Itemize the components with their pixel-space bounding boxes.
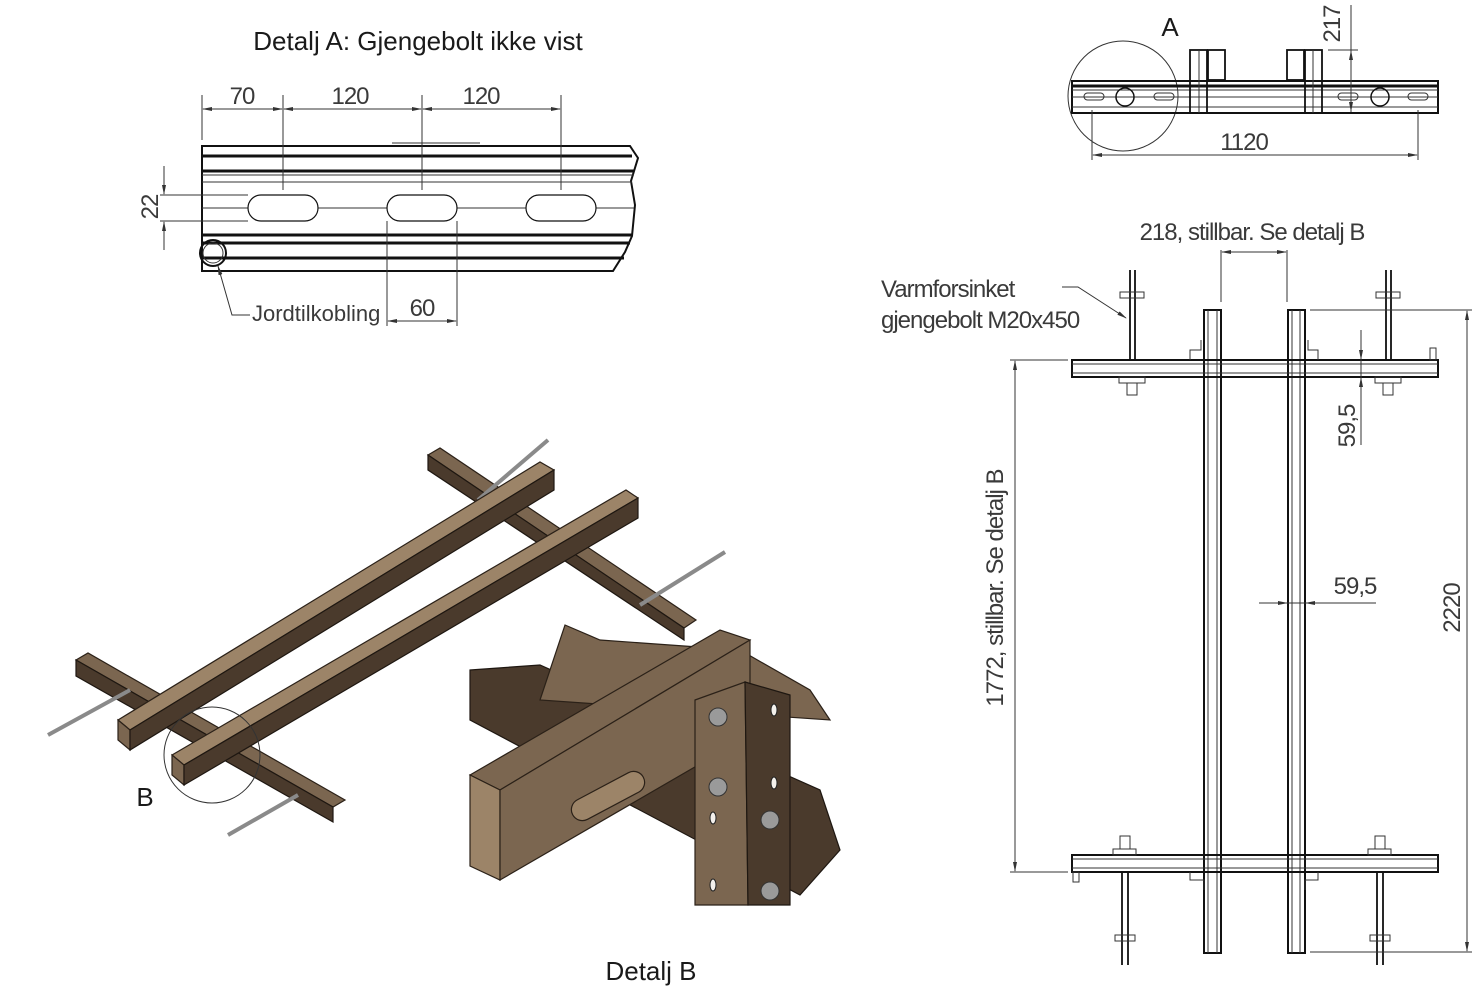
- detail-a-dimensions: 70 120 120 22 60 Jordtilkobling: [137, 83, 562, 326]
- bolt-label-line1: Varmforsinket: [881, 276, 1016, 303]
- dim-120-b: 120: [462, 83, 500, 110]
- cross-beam-top: [1071, 270, 1439, 396]
- wing-nut-icon: [1370, 87, 1390, 107]
- detail-b-title: Detalj B: [605, 956, 696, 986]
- bolt-nut-icon: [760, 810, 780, 830]
- slot-3: [525, 194, 597, 222]
- threaded-rod: [47, 688, 131, 737]
- dim-60: 60: [410, 295, 435, 322]
- dim-22: 22: [137, 194, 164, 219]
- dim-1120: 1120: [1220, 129, 1268, 156]
- threaded-rod: [227, 793, 299, 837]
- bolt-nut-icon: [708, 707, 728, 727]
- detail-b-end-face: [469, 774, 501, 881]
- wing-nut-icon: [1115, 87, 1135, 107]
- detail-b-marker: B: [136, 782, 153, 812]
- iso-view: B: [47, 438, 727, 837]
- threaded-rod: [476, 438, 550, 502]
- top-view: A 1120 217: [1067, 5, 1439, 160]
- detail-b-circle: [163, 706, 261, 804]
- dim-rail-gap: 218, stillbar. Se detalj B: [1140, 219, 1365, 246]
- slot-2: [386, 194, 458, 222]
- dim-offset-top: 59,5: [1334, 404, 1361, 447]
- dim-span: 1772, stillbar. Se detalj B: [982, 469, 1009, 706]
- vertical-rail-right: [1287, 309, 1306, 954]
- bolt-nut-icon: [760, 881, 780, 901]
- detail-a-profile: [199, 142, 640, 272]
- dim-70: 70: [230, 83, 255, 110]
- bolt-nut-icon: [708, 777, 728, 797]
- detail-a-marker: A: [1161, 12, 1179, 42]
- bolt-label-line2: gjengebolt M20x450: [881, 307, 1080, 334]
- detail-b: Detalj B: [468, 624, 841, 986]
- ground-connection-icon: [199, 239, 227, 267]
- detail-a-circle: [1067, 40, 1179, 152]
- dim-total: 2220: [1439, 583, 1466, 633]
- dim-rail-width: 59,5: [1334, 573, 1377, 600]
- detail-a-title: Detalj A: Gjengebolt ikke vist: [253, 26, 583, 56]
- front-view: 218, stillbar. Se detalj B Varmforsinket…: [881, 219, 1472, 965]
- ground-connection-label: Jordtilkobling: [252, 301, 380, 326]
- slot-1: [247, 194, 319, 222]
- cross-beam-bottom: [1071, 835, 1439, 965]
- dim-120-a: 120: [331, 83, 369, 110]
- vertical-rail-left: [1203, 309, 1222, 954]
- dim-217: 217: [1319, 5, 1346, 43]
- threaded-rod: [638, 550, 727, 607]
- detail-a: Detalj A: Gjengebolt ikke vist: [137, 26, 640, 326]
